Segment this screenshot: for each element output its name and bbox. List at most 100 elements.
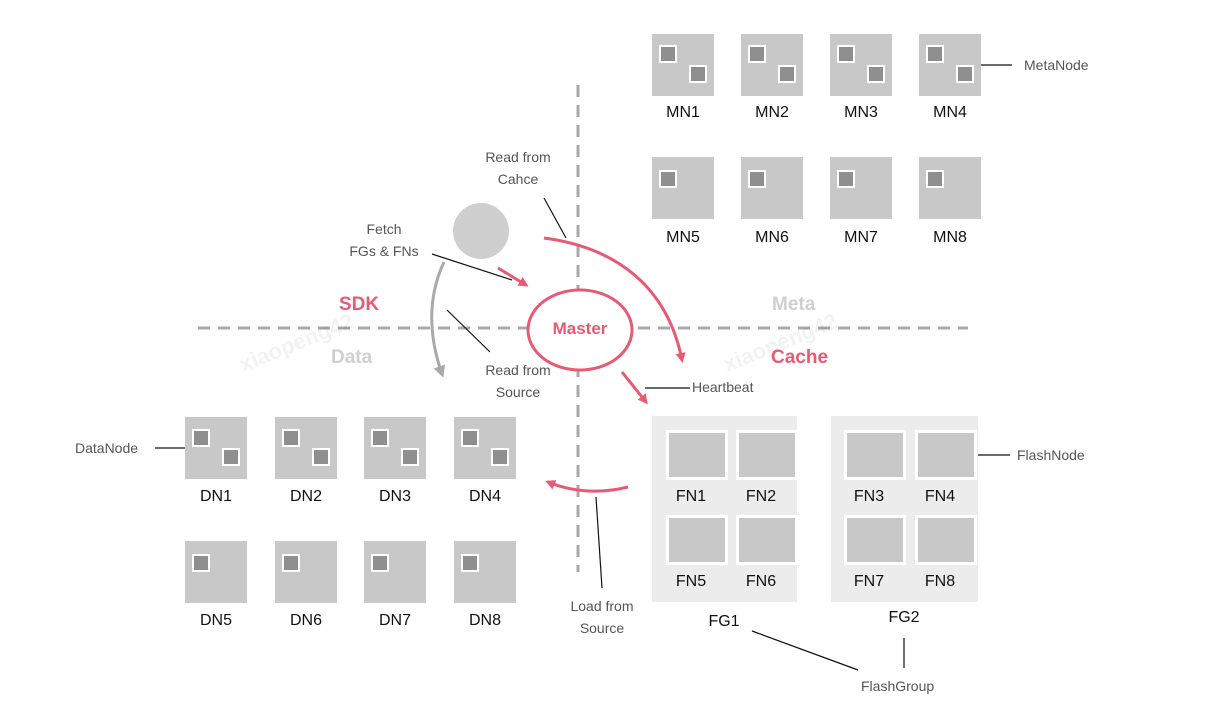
- metanode-tile: [830, 34, 892, 96]
- datanode-legend: DataNode: [75, 440, 139, 456]
- disk-icon: [750, 47, 764, 61]
- fetch-line2: FGs & FNs: [349, 243, 419, 259]
- disk-icon: [869, 67, 883, 81]
- flashgroup-leader-fg1: [751, 630, 859, 671]
- disk-icon: [661, 172, 675, 186]
- datanode-label: DN8: [468, 612, 501, 629]
- datanode-label: DN1: [199, 488, 232, 505]
- metanode-tile: [741, 34, 803, 96]
- disk-icon: [463, 556, 477, 570]
- disk-icon: [691, 67, 705, 81]
- flashnode-tile: [666, 430, 728, 480]
- datanode-tile: [185, 541, 247, 603]
- metanode-label: MN5: [666, 229, 700, 246]
- disk-icon: [493, 450, 507, 464]
- datanode-label: DN5: [199, 612, 232, 629]
- flashnode-label: FN2: [745, 488, 777, 505]
- master-label: Master: [552, 319, 608, 338]
- disk-icon: [373, 431, 387, 445]
- disk-icon: [780, 67, 794, 81]
- flashnode-label: FN4: [924, 488, 956, 505]
- datanode-tile: [275, 417, 337, 479]
- fetch-arrow: [497, 266, 529, 287]
- flashnode-tile: [666, 515, 728, 565]
- metanode-tile: [652, 157, 714, 219]
- disk-icon: [750, 172, 764, 186]
- datanode-label: DN3: [378, 488, 411, 505]
- region-sdk: SDK: [339, 294, 380, 315]
- flashnode-label: FN6: [745, 573, 777, 590]
- sdk-client-icon: [453, 203, 509, 259]
- sdk-read-data-arrow: [430, 261, 446, 378]
- flashnode-label: FN5: [675, 573, 707, 590]
- datanode-tile: [364, 417, 426, 479]
- flashnode-label: FN7: [853, 573, 885, 590]
- datanode-tile: [185, 417, 247, 479]
- datanode-tile: [275, 541, 337, 603]
- fetch-leader: [431, 253, 513, 281]
- fetch-line1: Fetch: [366, 221, 402, 237]
- disk-icon: [661, 47, 675, 61]
- flashnode-tile: [915, 430, 977, 480]
- load-from-source-note: Load from Source: [552, 595, 652, 639]
- metanode-tile: [919, 34, 981, 96]
- datanode-label: DN2: [289, 488, 322, 505]
- disk-icon: [958, 67, 972, 81]
- datanode-tile: [364, 541, 426, 603]
- read-from-source-leader: [446, 309, 491, 353]
- metanode-label: MN2: [755, 104, 789, 121]
- disk-icon: [928, 172, 942, 186]
- disk-icon: [928, 47, 942, 61]
- flash-group-label: FG1: [708, 613, 740, 630]
- metanode-label: MN1: [666, 104, 700, 121]
- metanode-tile: [919, 157, 981, 219]
- load-from-source-line2: Source: [579, 620, 625, 636]
- disk-icon: [194, 431, 208, 445]
- read-from-cache-leader: [543, 197, 567, 239]
- load-from-source-line1: Load from: [570, 598, 634, 614]
- read-from-cache-line1: Read from: [485, 149, 551, 165]
- flashnode-tile: [736, 515, 798, 565]
- disk-icon: [463, 431, 477, 445]
- region-data: Data: [331, 347, 373, 368]
- metanode-tile: [830, 157, 892, 219]
- load-from-source-arrow: [545, 480, 629, 493]
- flashnode-tile: [736, 430, 798, 480]
- flashnode-tile: [844, 430, 906, 480]
- read-from-source-line1: Read from: [485, 362, 551, 378]
- disk-icon: [284, 556, 298, 570]
- disk-icon: [403, 450, 417, 464]
- metanode-legend: MetaNode: [1024, 57, 1089, 73]
- metanode-tile: [652, 34, 714, 96]
- region-cache: Cache: [771, 347, 829, 368]
- disk-icon: [194, 556, 208, 570]
- read-from-cache-line2: Cahce: [497, 171, 539, 187]
- datanode-label: DN7: [378, 612, 411, 629]
- metanode-tile: [741, 157, 803, 219]
- master-node: [526, 288, 634, 372]
- disk-icon: [839, 172, 853, 186]
- metanode-label: MN4: [933, 104, 967, 121]
- disk-icon: [314, 450, 328, 464]
- flashgroup-legend: FlashGroup: [861, 678, 935, 694]
- flashnode-label: FN1: [675, 488, 707, 505]
- datanode-tile: [454, 417, 516, 479]
- region-meta: Meta: [772, 294, 816, 315]
- metanode-label: MN3: [844, 104, 878, 121]
- read-from-source-line2: Source: [495, 384, 541, 400]
- flash-group-label: FG2: [888, 609, 920, 626]
- disk-icon: [284, 431, 298, 445]
- metanode-label: MN7: [844, 229, 878, 246]
- master-to-cache-arrow: [620, 371, 648, 405]
- fetch-note: Fetch FGs & FNs: [334, 218, 434, 262]
- flashnode-tile: [844, 515, 906, 565]
- datanode-tile: [454, 541, 516, 603]
- disk-icon: [373, 556, 387, 570]
- flashnode-legend: FlashNode: [1017, 447, 1085, 463]
- metanode-label: MN6: [755, 229, 789, 246]
- read-from-cache-note: Read from Cahce: [468, 146, 568, 190]
- heartbeat-note: Heartbeat: [692, 379, 754, 395]
- load-from-source-leader: [595, 496, 603, 589]
- disk-icon: [839, 47, 853, 61]
